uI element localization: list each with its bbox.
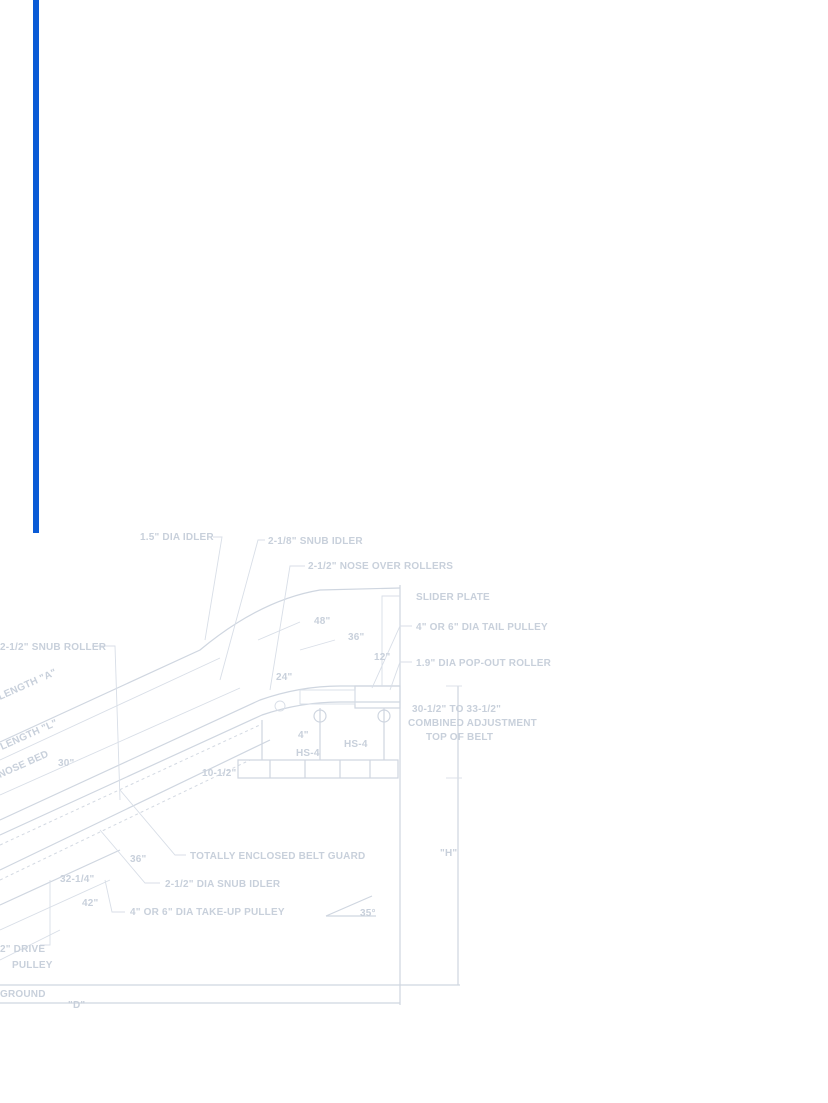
label-snub-roller: 2-1/2" SNUB ROLLER — [0, 642, 107, 653]
label-adjustment-2: COMBINED ADJUSTMENT — [408, 718, 537, 729]
dim-36: 36" — [348, 632, 365, 643]
dim-48: 48" — [314, 616, 331, 627]
label-adjustment-1: 30-1/2" TO 33-1/2" — [412, 704, 501, 715]
dim-10-5: 10-1/2" — [202, 768, 237, 779]
dim-36-b: 36" — [130, 854, 147, 865]
dim-12: 12" — [374, 652, 391, 663]
dim-d: "D" — [68, 1000, 85, 1011]
accent-bar — [33, 0, 39, 533]
drawing-labels: 1.5" DIA IDLER 2-1/8" SNUB IDLER 2-1/2" … — [0, 532, 552, 1011]
leader-lines — [40, 536, 412, 946]
label-takeup-pulley: 4" OR 6" DIA TAKE-UP PULLEY — [130, 907, 285, 918]
label-slider-plate: SLIDER PLATE — [416, 592, 490, 603]
label-idler-15: 1.5" DIA IDLER — [140, 532, 214, 543]
label-belt-guard: TOTALLY ENCLOSED BELT GUARD — [190, 851, 365, 862]
angle-35: 35° — [360, 908, 376, 919]
label-hs4-b: HS-4 — [296, 748, 320, 759]
label-hs4: HS-4 — [344, 739, 368, 750]
dimension-lines — [0, 585, 462, 1005]
label-snub-idler: 2-1/8" SNUB IDLER — [268, 536, 363, 547]
label-ground: GROUND — [0, 989, 46, 1000]
label-drive-pulley-2: PULLEY — [12, 960, 53, 971]
label-nose-over-rollers: 2-1/2" NOSE OVER ROLLERS — [308, 561, 453, 572]
label-tail-pulley: 4" OR 6" DIA TAIL PULLEY — [416, 622, 548, 633]
conveyor-frame — [0, 587, 401, 961]
dim-42: 42" — [82, 898, 99, 909]
dim-30: 30" — [58, 758, 75, 769]
label-pop-out-roller: 1.9" DIA POP-OUT ROLLER — [416, 658, 552, 669]
label-length-a: LENGTH "A" — [0, 667, 58, 703]
label-adjustment-3: TOP OF BELT — [426, 732, 493, 743]
dim-h: "H" — [440, 848, 457, 859]
dim-24: 24" — [276, 672, 293, 683]
label-snub-idler-lower: 2-1/2" DIA SNUB IDLER — [165, 879, 281, 890]
dim-4: 4" — [298, 730, 309, 741]
label-drive-pulley-1: 2" DRIVE — [0, 944, 45, 955]
dim-32-1-4: 32-1/4" — [60, 874, 95, 885]
label-length-l: LENGTH "L" — [0, 718, 59, 753]
